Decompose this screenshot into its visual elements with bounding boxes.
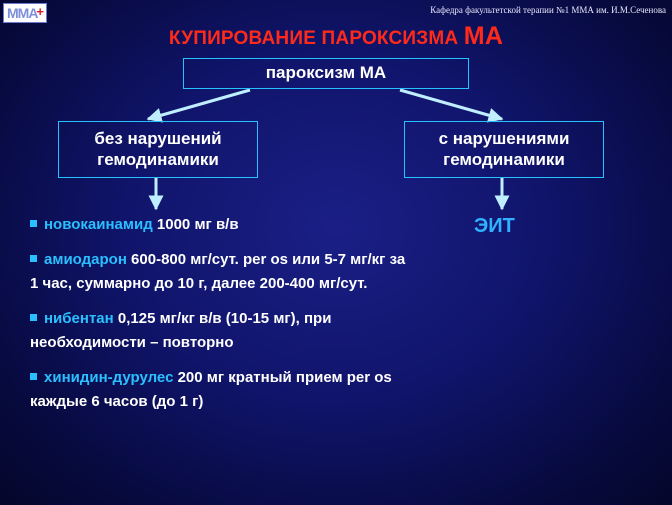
drug-name: амиодарон — [44, 250, 127, 268]
arrow-root-to-right — [399, 88, 504, 123]
drug-dosage: 600-800 мг/сут. per os или 5-7 мг/кг за … — [30, 250, 406, 293]
treatment-list: новокаинамид 1000 мг в/в амиодарон 600-8… — [30, 213, 410, 425]
drug-name: нибентан — [44, 309, 114, 327]
root-box: пароксизм МА — [183, 58, 469, 89]
bullet-icon — [30, 254, 37, 262]
bullet-icon — [30, 313, 37, 321]
right-outcome: ЭИТ — [474, 215, 515, 237]
drug-dosage: 1000 мг в/в — [152, 216, 239, 233]
logo-text: ММА — [7, 5, 38, 21]
drug-name: хинидин-дурулес — [44, 368, 174, 386]
slide-title-end: МА — [463, 22, 504, 50]
logo: ММА + — [3, 3, 47, 23]
bullet-icon — [30, 220, 37, 227]
slide-title: КУПИРОВАНИЕ ПАРОКСИЗМА МА — [0, 22, 672, 51]
left-box-line2: гемодинамики — [97, 150, 219, 169]
list-item: хинидин-дурулес 200 мг кратный прием per… — [30, 366, 410, 415]
drug-name: новокаинамид — [44, 216, 153, 233]
list-item: новокаинамид 1000 мг в/в — [30, 213, 410, 238]
slide-title-main: КУПИРОВАНИЕ ПАРОКСИЗМА — [168, 28, 464, 49]
bullet-icon — [30, 372, 37, 380]
list-item: амиодарон 600-800 мг/сут. per os или 5-7… — [30, 248, 410, 297]
right-box-line1: с нарушениями — [438, 129, 570, 148]
drug-dosage: 200 мг кратный прием per os каждые 6 час… — [30, 368, 392, 411]
right-box-line2: гемодинамики — [443, 150, 565, 169]
logo-cross-icon: + — [36, 4, 44, 19]
list-item: нибентан 0,125 мг/кг в/в (10-15 мг), при… — [30, 307, 410, 356]
drug-dosage: 0,125 мг/кг в/в (10-15 мг), при необходи… — [30, 309, 332, 352]
arrow-root-to-left — [146, 88, 251, 123]
left-box-line1: без нарушений — [94, 129, 222, 148]
left-box: без нарушений гемодинамики — [58, 121, 258, 178]
right-box: с нарушениями гемодинамики — [404, 121, 604, 178]
department-caption: Кафедра факультетской терапии №1 ММА им.… — [430, 5, 666, 15]
